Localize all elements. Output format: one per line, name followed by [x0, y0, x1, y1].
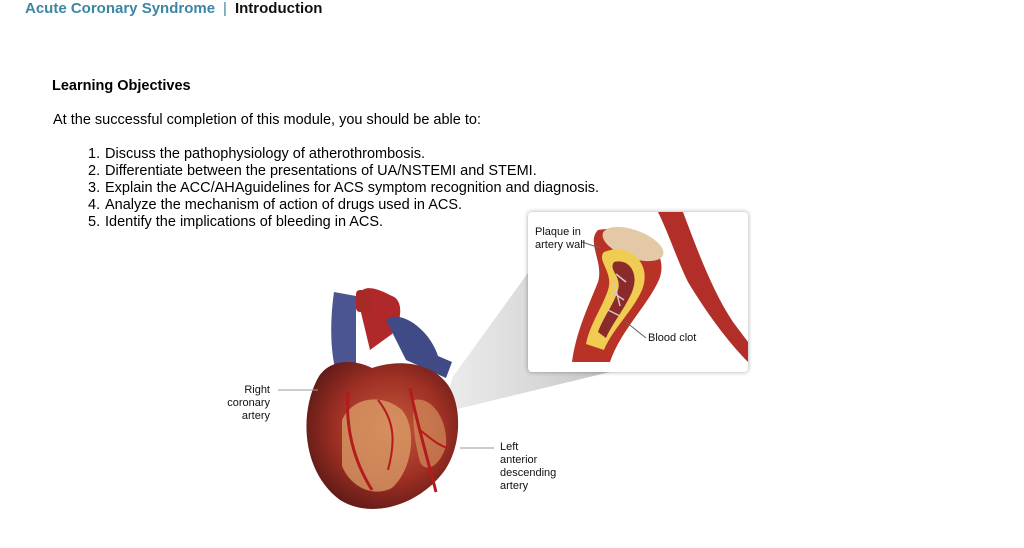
objectives-intro: At the successful completion of this mod… [53, 112, 481, 128]
label-line: Plaque in [535, 226, 581, 238]
list-item-text: Differentiate between the presentations … [105, 163, 537, 179]
list-item: 5.Identify the implications of bleeding … [88, 214, 599, 231]
learning-objectives-title: Learning Objectives [52, 78, 191, 94]
label-line: Right [244, 384, 270, 396]
list-item: 2.Differentiate between the presentation… [88, 163, 599, 180]
vena-cava [331, 292, 356, 372]
list-item-number: 3. [88, 180, 101, 196]
plaque-leader [581, 241, 601, 249]
list-item: 4.Analyze the mechanism of action of dru… [88, 197, 599, 214]
coronary-artery [419, 429, 449, 449]
coronary-artery [408, 387, 438, 493]
list-item-number: 4. [88, 197, 101, 213]
label-line: artery [241, 410, 270, 422]
list-item: 1.Discuss the pathophysiology of atherot… [88, 146, 599, 163]
label-line: Left [500, 441, 519, 453]
right-coronary-artery-label: Right coronary artery [222, 384, 270, 423]
pulmonary-artery [386, 316, 452, 378]
list-item-text: Identify the implications of bleeding in… [105, 214, 384, 230]
coronary-artery [377, 399, 394, 471]
clot-leader [625, 321, 647, 339]
blood-clot [598, 261, 635, 338]
list-item-text: Analyze the mechanism of action of drugs… [105, 197, 463, 213]
artery-branch [658, 212, 748, 362]
left-anterior-descending-artery-label: Left anterior descending artery [500, 441, 556, 493]
heart-fat-right [413, 399, 447, 468]
section-title: Introduction [234, 0, 323, 17]
artery-cut-face [602, 226, 664, 262]
artery-inset: Plaque in artery wall Blood clot [528, 212, 748, 372]
list-item-number: 1. [88, 146, 101, 162]
artery-illustration [572, 212, 748, 362]
vessel-stub [356, 290, 372, 312]
page-header: Acute Coronary Syndrome | Introduction [25, 0, 322, 17]
course-title: Acute Coronary Syndrome [25, 0, 216, 17]
objectives-list: 1.Discuss the pathophysiology of atherot… [88, 146, 599, 231]
label-line: coronary [227, 397, 270, 409]
label-line: artery wall [535, 239, 586, 251]
label-line: anterior [500, 454, 538, 466]
blood-clot-label: Blood clot [648, 332, 697, 344]
plaque-label: Plaque in artery wall [535, 226, 585, 252]
label-line: artery [500, 480, 529, 492]
list-item-text: Explain the ACC/AHAguidelines for ACS sy… [105, 180, 600, 196]
magnification-cone [445, 270, 610, 412]
list-item-number: 5. [88, 214, 101, 230]
label-line: descending [500, 467, 557, 479]
list-item-text: Discuss the pathophysiology of atherothr… [105, 146, 425, 162]
list-item: 3.Explain the ACC/AHAguidelines for ACS … [88, 180, 599, 197]
list-item-number: 2. [88, 163, 101, 179]
clot-fibers [607, 273, 627, 317]
coronary-artery [346, 391, 374, 491]
header-separator: | [223, 0, 227, 17]
